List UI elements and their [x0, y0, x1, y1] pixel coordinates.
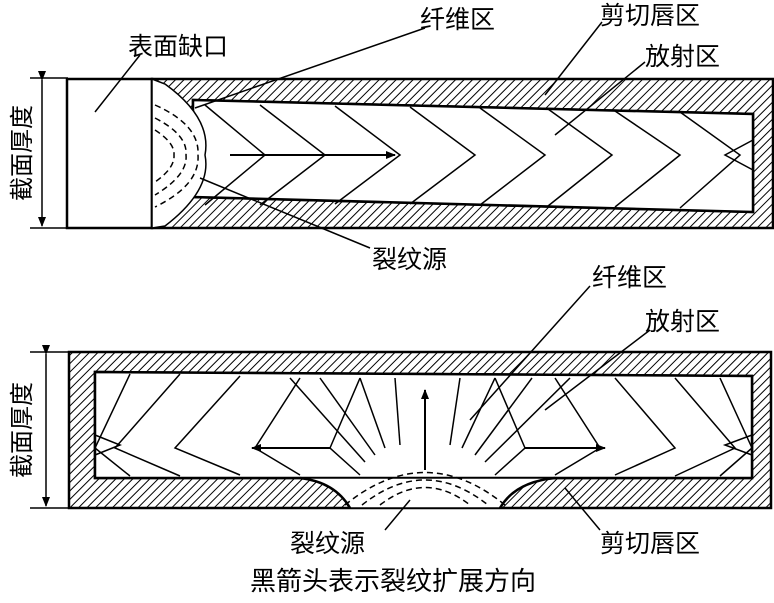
bottom-leader-lines — [384, 285, 651, 531]
top-fiber-label: 纤维区 — [420, 5, 495, 34]
bottom-specimen: 截面厚度 — [8, 263, 773, 558]
bottom-right-chevrons — [494, 377, 753, 477]
top-origin-dashed-arcs — [154, 104, 199, 208]
top-thickness-label: 截面厚度 — [8, 105, 36, 201]
top-fiber-zone — [151, 77, 207, 229]
bottom-fiber-label: 纤维区 — [592, 263, 667, 292]
bottom-thickness-dimension — [30, 345, 70, 509]
top-notch-label: 表面缺口 — [128, 32, 228, 61]
bottom-origin-dashed-arcs — [344, 471, 506, 506]
bottom-radial-label: 放射区 — [645, 307, 720, 336]
bottom-origin-label: 裂纹源 — [290, 529, 365, 558]
bottom-radial-lines — [289, 377, 571, 463]
top-specimen: 截面厚度 — [8, 1, 774, 274]
surface-notch — [65, 77, 154, 230]
top-thickness-dimension — [30, 71, 68, 229]
figure-caption: 黑箭头表示裂纹扩展方向 — [250, 567, 536, 597]
bottom-shear-label: 剪切唇区 — [600, 529, 700, 558]
top-leader-lines — [94, 21, 646, 249]
top-shear-label: 剪切唇区 — [600, 1, 700, 30]
top-radial-label: 放射区 — [645, 42, 720, 71]
bottom-thickness-label: 截面厚度 — [8, 382, 36, 478]
top-origin-label: 裂纹源 — [372, 245, 447, 274]
